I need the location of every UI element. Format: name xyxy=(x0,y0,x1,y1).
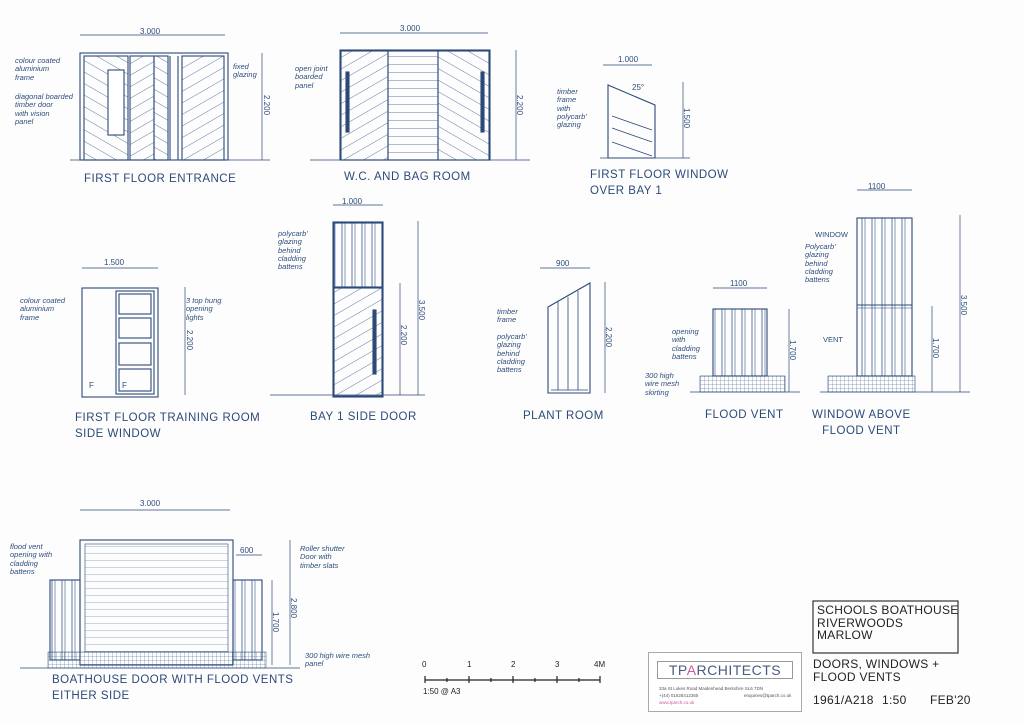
window-above-flood-vent-elevation xyxy=(820,189,970,393)
fixed-pane-mark: F xyxy=(89,381,94,390)
elevation-title: W.C. AND BAG ROOM xyxy=(344,171,471,183)
logo-text: RCHITECTS xyxy=(696,662,782,678)
note: colour coated aluminium frame xyxy=(20,296,66,322)
scale-bar xyxy=(424,676,601,683)
bay1-side-door-elevation xyxy=(270,204,425,398)
elevation-title: BAY 1 SIDE DOOR xyxy=(310,411,417,423)
dimension-label: 1100 xyxy=(730,279,748,288)
dimension-label: 2.200 xyxy=(604,327,613,348)
scale-tick-label: 2 xyxy=(511,660,516,669)
dimension-label: 1.700 xyxy=(931,338,940,359)
dimension-label: 1.000 xyxy=(618,55,639,64)
note: timber frame xyxy=(497,307,518,325)
note: polycarb' glazing behind cladding batten… xyxy=(278,229,308,271)
elevation-title: BOATHOUSE DOOR WITH FLOOD VENTS EITHER S… xyxy=(52,674,294,702)
dimension-label: 3.000 xyxy=(140,499,161,508)
dimension-label: 2.800 xyxy=(289,598,298,619)
flood-vent-elevation xyxy=(690,287,800,393)
note: Polycarb' glazing behind cladding batten… xyxy=(805,242,836,284)
dimension-label: 2.200 xyxy=(262,95,271,116)
architect-logo: TPARCHITECTS 33a St Lukes Road Maidenhea… xyxy=(648,652,802,712)
note: opening with cladding battens xyxy=(672,327,700,361)
dimension-label: 3.500 xyxy=(417,300,426,321)
first-floor-window-elevation xyxy=(600,64,690,159)
note: open joint boarded panel xyxy=(295,64,328,90)
note: flood vent opening with cladding battens xyxy=(10,542,53,576)
drawing-number: 1961/A218 xyxy=(813,693,874,707)
note: 3 top hung opening lights xyxy=(186,296,222,322)
dimension-label: 600 xyxy=(240,546,254,555)
logo-phone: +(44) 01628412365 xyxy=(659,693,699,698)
elevation-title: FIRST FLOOR WINDOW OVER BAY 1 xyxy=(590,169,729,197)
logo-address: 33a St Lukes Road Maidenhead Berkshire S… xyxy=(659,686,764,691)
dimension-label: 1100 xyxy=(868,182,886,191)
logo-website: www.tparch.co.uk xyxy=(659,700,695,705)
elevation-title: FIRST FLOOR ENTRANCE xyxy=(84,173,237,185)
dimension-label: 3.500 xyxy=(959,295,968,316)
dimension-label: 1.000 xyxy=(342,197,363,206)
note: fixed glazing xyxy=(233,62,257,80)
note: diagonal boarded timber door with vision… xyxy=(15,92,73,126)
dimension-label: 900 xyxy=(556,259,570,268)
title-block-frame xyxy=(812,600,959,654)
note: 300 high wire mesh skirting xyxy=(645,371,680,397)
note: colour coated aluminium frame xyxy=(15,56,61,82)
angle-label: 25° xyxy=(632,83,645,92)
logo-name: TPARCHITECTS xyxy=(657,661,793,679)
note: 300 high wire mesh panel xyxy=(305,651,371,669)
note: WINDOW xyxy=(815,230,848,239)
training-room-window-elevation xyxy=(81,267,186,398)
drawing-date: FEB'20 xyxy=(930,693,971,707)
project-name: SCHOOLS BOATHOUSE RIVERWOODS MARLOW xyxy=(817,603,959,643)
elevation-title: PLANT ROOM xyxy=(523,410,604,422)
fixed-pane-mark: F xyxy=(122,381,127,390)
scale-tick-label: 3 xyxy=(555,660,560,669)
scale-tick-label: 0 xyxy=(422,660,427,669)
elevation-title: FIRST FLOOR TRAINING ROOM SIDE WINDOW xyxy=(75,412,261,440)
dimension-label: 1.700 xyxy=(271,612,280,633)
dimension-label: 1.700 xyxy=(788,340,797,361)
note: timber frame with polycarb' glazing xyxy=(557,87,587,129)
logo-text-accent: A xyxy=(686,662,697,678)
logo-text: TP xyxy=(668,662,687,678)
dimension-label: 2.200 xyxy=(185,330,194,351)
boathouse-door-elevation xyxy=(20,509,300,669)
drawing-scale: 1:50 xyxy=(882,693,907,707)
dimension-label: 1.500 xyxy=(104,258,125,267)
dimension-label: 3.000 xyxy=(140,27,161,36)
dimension-label: 3.000 xyxy=(400,24,421,33)
wc-bag-room-elevation xyxy=(310,32,530,161)
elevation-title: FLOOD VENT xyxy=(705,409,784,421)
sheet-title: DOORS, WINDOWS + FLOOD VENTS xyxy=(813,657,940,684)
plant-room-elevation xyxy=(540,267,606,394)
elevation-title: WINDOW ABOVE FLOOD VENT xyxy=(812,409,911,437)
logo-email: enquiries@tparch.co.uk xyxy=(744,693,792,698)
scale-label: 1:50 @ A3 xyxy=(423,687,461,696)
dimension-label: 1.500 xyxy=(682,108,691,129)
scale-tick-label: 1 xyxy=(467,660,472,669)
first-floor-entrance-elevation xyxy=(70,34,270,161)
note: polycarb' glazing behind cladding batten… xyxy=(497,332,527,374)
scale-tick-label: 4M xyxy=(594,660,606,669)
note: VENT xyxy=(823,335,844,344)
dimension-label: 2.200 xyxy=(399,325,408,346)
note: Roller shutter Door with timber slats xyxy=(300,544,345,570)
dimension-label: 2.200 xyxy=(515,95,524,116)
